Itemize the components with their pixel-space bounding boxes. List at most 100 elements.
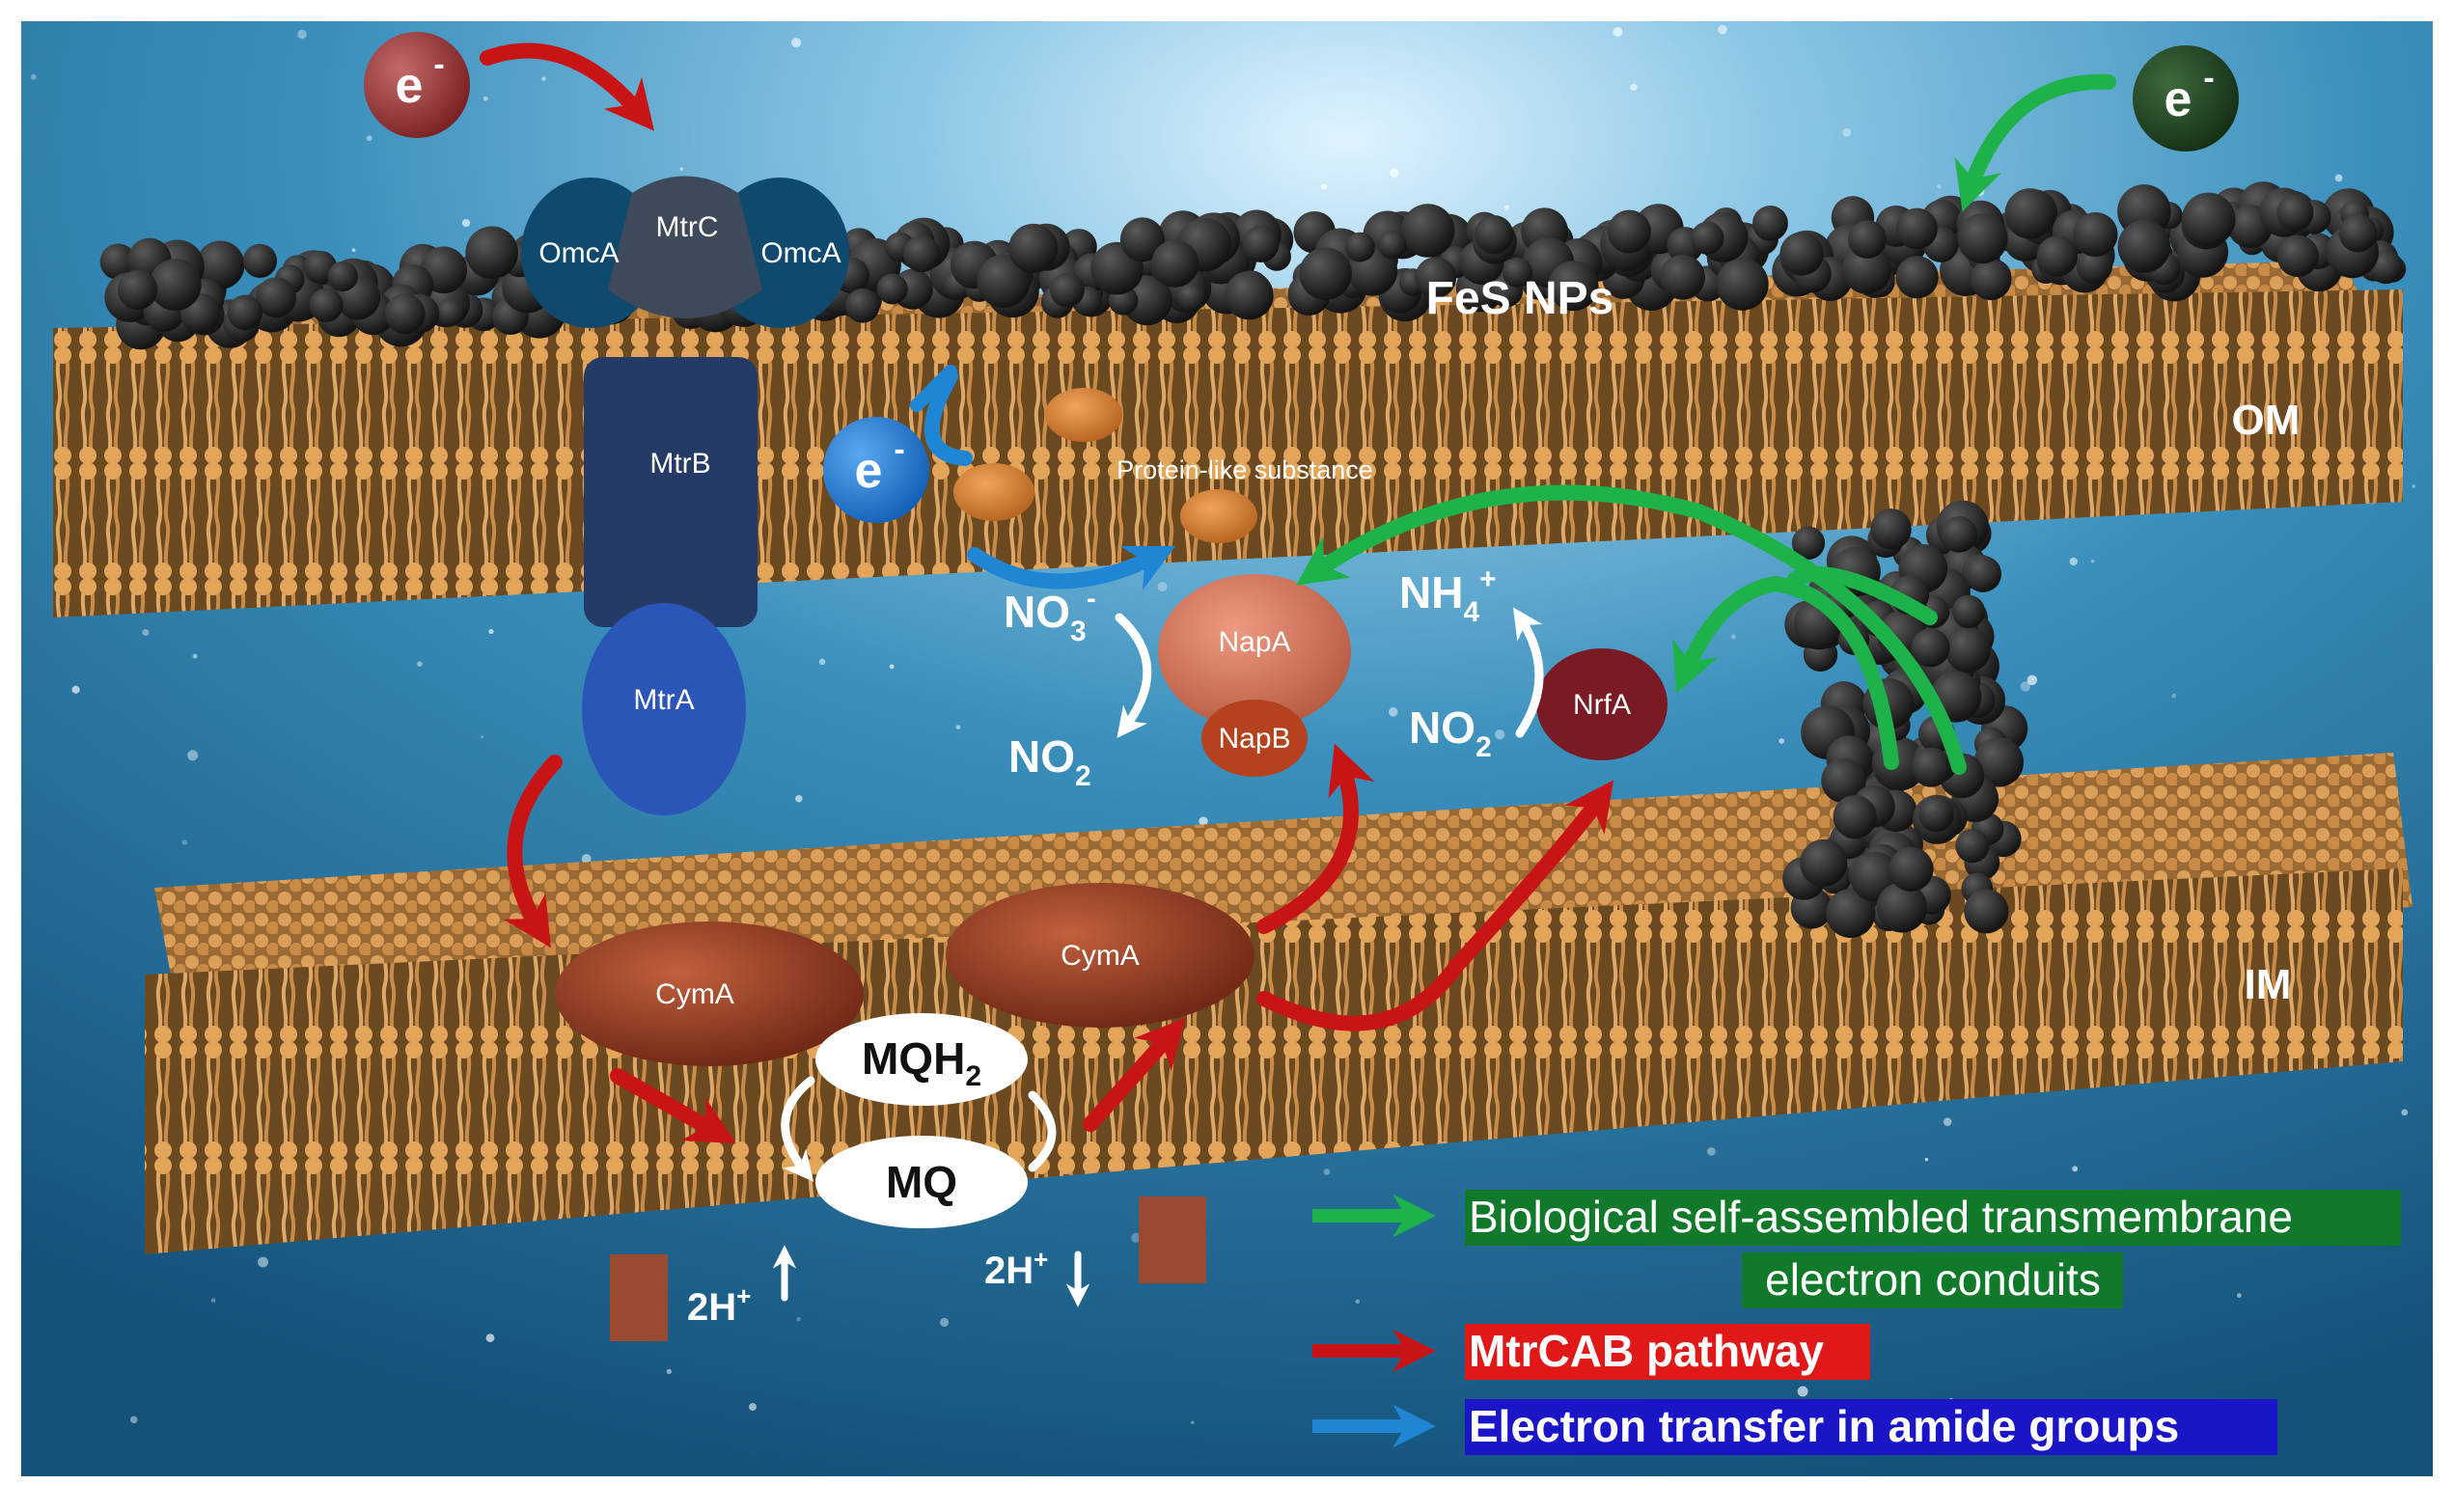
fes-nanoparticle	[902, 235, 941, 273]
legend-item-amide: Electron transfer in amide groups	[1312, 1399, 2277, 1455]
green-arrow-conduit-to-napa	[1296, 484, 1967, 775]
bubble	[1503, 205, 1509, 210]
red-arrow-mtra-to-cyma	[503, 755, 563, 948]
bubble	[795, 794, 803, 803]
fes-nanoparticle	[1299, 247, 1352, 300]
bubble	[351, 248, 356, 253]
bubble	[488, 628, 494, 635]
label-nrfa: NrfA	[1573, 689, 1631, 721]
red-arrow-cyma-to-mq	[610, 1068, 736, 1144]
bubble	[210, 1298, 216, 1303]
bubble	[1936, 183, 1942, 189]
label-mqh2: MQH2	[862, 1033, 981, 1092]
bubble	[2069, 557, 2078, 566]
electron-red: e -	[364, 32, 470, 138]
bubble	[679, 167, 683, 171]
fes-nanoparticle	[465, 226, 518, 280]
red-arrow-electron-entry	[480, 42, 655, 131]
fes-nanoparticle	[256, 277, 296, 318]
legend-text-mtrcab: MtrCAB pathway	[1469, 1326, 1824, 1376]
fes-nanoparticle	[2338, 213, 2378, 253]
conduit-nanoparticle	[1911, 747, 1951, 787]
bubble	[1613, 27, 1623, 37]
bubble	[541, 76, 546, 81]
fes-nanoparticle-layer	[99, 181, 2407, 350]
fes-nanoparticle	[1752, 206, 1788, 241]
legend: Biological self-assembled transmembrane …	[1312, 1190, 2401, 1455]
fes-nanoparticle	[117, 269, 158, 310]
fes-nanoparticle	[1377, 230, 1407, 260]
bubble	[187, 750, 199, 761]
label-outer-membrane: OM	[2232, 397, 2301, 444]
electron-blue-symbol: e	[855, 443, 883, 499]
conduit-nanoparticle	[1791, 526, 1826, 560]
bubble	[461, 218, 471, 228]
bubble	[2072, 1166, 2079, 1172]
bubble	[2020, 681, 2031, 692]
bubble	[2412, 484, 2416, 488]
label-no2-left: NO2	[1008, 731, 1091, 792]
bubble	[1778, 738, 1784, 744]
fes-nanoparticle	[2004, 188, 2055, 239]
conduit-nanoparticle	[1955, 829, 1990, 864]
bubble	[818, 658, 826, 666]
bubble	[71, 685, 80, 694]
fes-nanoparticle	[1607, 209, 1651, 254]
white-arrow-mqh2-to-mq	[781, 1076, 815, 1182]
fes-nanoparticle	[2117, 220, 2171, 273]
fes-nanoparticle	[227, 294, 263, 331]
label-mtrc: MtrC	[656, 211, 719, 243]
fes-nanoparticle	[876, 273, 908, 305]
mtrc-protein	[608, 176, 762, 318]
red-arrow-cyma-to-nrfa	[1256, 780, 1614, 1031]
fes-nanoparticle	[1475, 215, 1514, 255]
legend-item-conduits: Biological self-assembled transmembrane …	[1312, 1190, 2401, 1308]
bubble	[1718, 24, 1727, 35]
cyma-left-anchor	[610, 1254, 668, 1341]
blue-arrow-to-napa	[967, 545, 1176, 591]
bubble	[1190, 1420, 1195, 1425]
bubble	[2171, 693, 2177, 699]
conduit-nanoparticle	[1821, 757, 1866, 804]
protein-like-blob-3	[1180, 489, 1257, 543]
red-arrow-cyma-to-napb	[1256, 743, 1375, 934]
fes-nanoparticle	[1848, 220, 1887, 259]
label-mtrb: MtrB	[649, 448, 710, 480]
white-arc-mq-cycle	[1028, 1090, 1057, 1172]
fes-nanoparticle	[1716, 258, 1769, 311]
conduit-nanoparticle	[1876, 882, 1927, 933]
bubble	[1388, 707, 1398, 717]
bubble	[1842, 127, 1852, 137]
conduit-nanoparticle	[1951, 594, 1986, 629]
protein-like-blob-2	[953, 463, 1034, 521]
electron-red-charge: -	[433, 46, 444, 83]
label-fes-nps: FeS NPs	[1426, 273, 1614, 324]
green-arc-conduit	[1787, 566, 1938, 625]
napa-protein	[1158, 574, 1351, 729]
mtrcab-pathway-arrows	[480, 42, 1614, 1144]
label-protein-like-substance: Protein-like substance	[1117, 455, 1373, 484]
bubble	[483, 96, 488, 101]
conduit-nanoparticle	[1870, 509, 1912, 550]
fes-nanoparticle	[1401, 204, 1455, 258]
fes-nanoparticle	[436, 298, 465, 327]
bubble	[181, 839, 188, 845]
label-cyma-right: CymA	[1061, 940, 1140, 972]
bubble	[1797, 1386, 1808, 1397]
cyma-right-anchor	[1139, 1196, 1206, 1283]
fes-nanoparticle	[1779, 232, 1824, 276]
conduit-nanoparticle	[1800, 838, 1848, 887]
conduit-nanoparticle	[1833, 794, 1877, 839]
fes-nanoparticle	[384, 293, 426, 335]
label-napa: NapA	[1218, 626, 1290, 658]
mtrcab-complex	[521, 176, 849, 815]
conduit-nanoparticle	[1964, 889, 2009, 934]
conduit-nanoparticle	[1889, 846, 1934, 892]
fes-nanoparticle	[1842, 244, 1892, 294]
bubble	[581, 854, 592, 864]
bubble	[1495, 729, 1505, 740]
legend-item-mtrcab: MtrCAB pathway	[1312, 1324, 1870, 1380]
legend-text-conduits-line1: Biological self-assembled transmembrane	[1469, 1192, 2293, 1242]
fes-nanoparticle	[2073, 211, 2118, 258]
